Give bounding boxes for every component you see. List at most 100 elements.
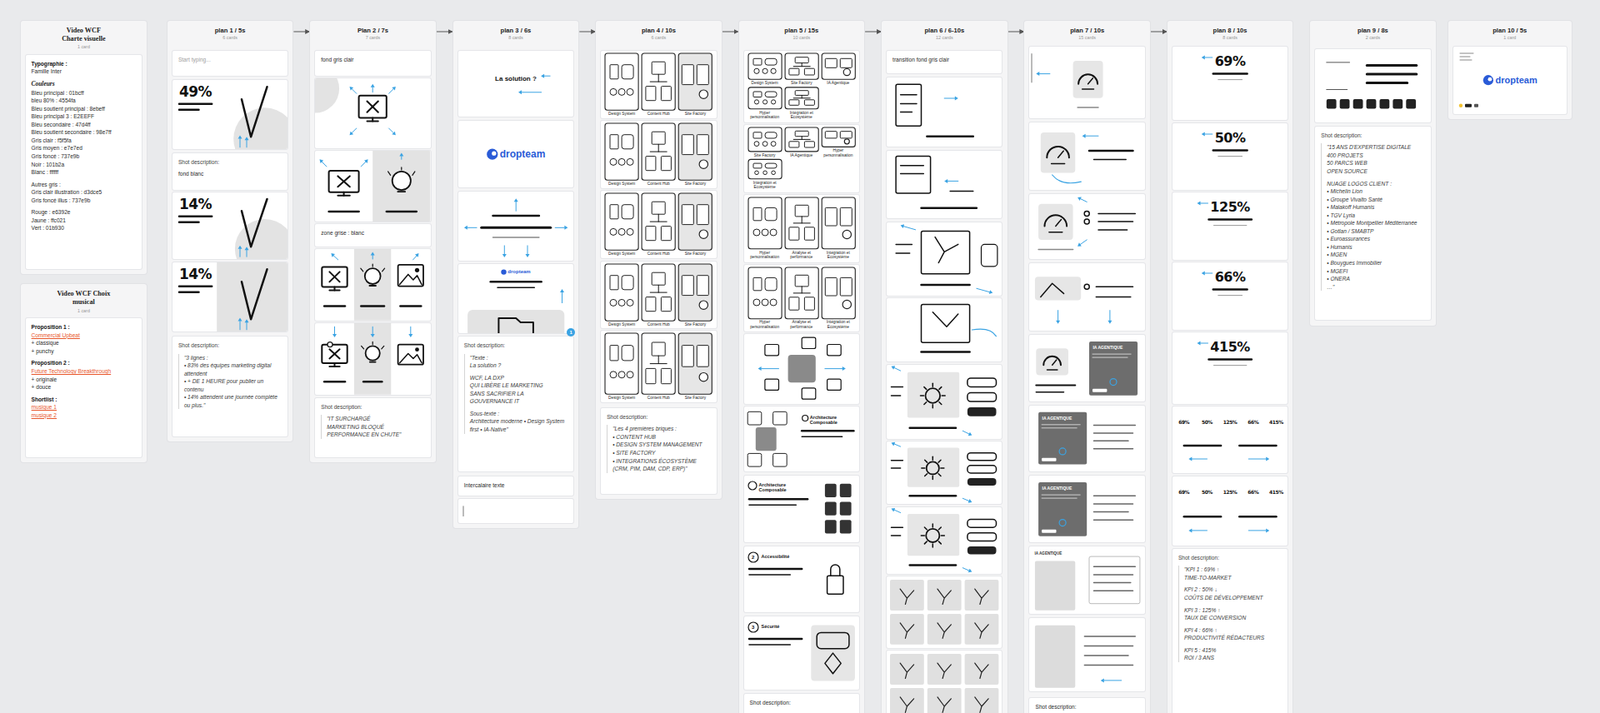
sketch-shape xyxy=(754,170,759,175)
sketch-stroke xyxy=(241,86,268,137)
sketch-card xyxy=(886,222,1002,296)
sketch-stroke xyxy=(382,268,385,272)
sketch-stroke xyxy=(1094,159,1127,161)
sketch-stroke xyxy=(1082,134,1086,139)
callout-number: 3 xyxy=(751,625,755,630)
sketch-stroke xyxy=(497,286,535,289)
sketch-stroke xyxy=(891,386,904,389)
card-text: Future Technology Breakthrough xyxy=(31,367,137,376)
sketch-stroke xyxy=(1094,510,1130,513)
card-text: Shot description: xyxy=(606,413,710,422)
sketch-shape xyxy=(967,452,997,460)
kpi-number: 415% xyxy=(1269,420,1284,426)
sketch-drawing xyxy=(1315,49,1430,123)
sketch-stroke xyxy=(1110,310,1111,320)
sketch-shape xyxy=(696,275,709,295)
panel-label: Hyper personnalisation xyxy=(746,320,784,330)
sketch-stroke xyxy=(1460,53,1474,55)
sketch-stroke xyxy=(1201,55,1205,60)
card-text: Proposition 1 : xyxy=(31,323,137,332)
sketch-drawing xyxy=(744,616,860,690)
sketch-stroke xyxy=(830,565,840,576)
sketch-shape xyxy=(1110,378,1117,385)
storyboard-column: plan 6 / 6-10s12 cardstransition fond gr… xyxy=(881,20,1008,713)
sketch-shape xyxy=(641,123,675,180)
sketch-shape xyxy=(825,131,837,139)
headline-text: La solution ? xyxy=(495,74,537,85)
sketch-shape xyxy=(681,345,694,368)
story-card: Shot description:"KPI 1 : 69% ↑TIME-TO-M… xyxy=(1172,549,1288,713)
quote-text: • MGEN xyxy=(1326,250,1425,260)
panel-label: IA Agentique xyxy=(783,153,820,159)
column-header: Video WCF Charte visuelle1 card xyxy=(20,20,148,51)
quote-text: SANS SACRIFIER LA GOUVERNANCE IT xyxy=(470,390,568,406)
sketch-stroke xyxy=(1367,81,1408,85)
sketch-stroke xyxy=(1058,150,1065,158)
sketch-stroke xyxy=(1184,515,1221,519)
sketch-stroke xyxy=(561,292,563,304)
sketch-stroke xyxy=(239,249,240,258)
card-text: Start typing... xyxy=(178,55,282,65)
sketch-stroke xyxy=(900,173,925,175)
sketch-stroke xyxy=(244,247,249,251)
sketch-stroke xyxy=(245,250,247,258)
panel-label: Content Hub xyxy=(640,111,677,117)
sketch-stroke xyxy=(658,285,660,293)
sketch-stroke xyxy=(320,159,325,164)
sketch-stroke xyxy=(1058,310,1060,320)
sketch-stroke xyxy=(350,131,355,136)
sketch-stroke xyxy=(1248,458,1266,460)
sketch-shape xyxy=(1474,104,1479,108)
story-card: Shot description:"Texte :La solution ?WC… xyxy=(458,336,574,472)
sketch-stroke xyxy=(1460,60,1472,61)
storyboard-column: plan 7 / 10s15 cardsIA AGENTIQUEIA AGENT… xyxy=(1024,20,1150,713)
panel-label: IA Agentique xyxy=(820,80,857,86)
sketch-shape xyxy=(921,305,970,344)
sketch-stroke xyxy=(1208,219,1251,222)
quote-text: KPI 5 : 415% xyxy=(1184,646,1282,655)
sketch-stroke xyxy=(1078,242,1083,246)
card-text: Shot description: xyxy=(320,403,425,412)
sketch-stroke xyxy=(1079,75,1099,85)
sketch-stroke xyxy=(900,165,925,167)
sketch-shape xyxy=(764,379,779,390)
sketch-stroke xyxy=(891,441,896,446)
sketch-card: IA AGENTIQUE xyxy=(1029,335,1145,403)
sketch-card xyxy=(886,77,1002,147)
sketch-shape xyxy=(765,207,777,220)
sketch-stroke xyxy=(793,222,810,224)
sketch-shape xyxy=(678,123,712,180)
kpi-number: 415% xyxy=(1269,490,1284,496)
sketch-stroke xyxy=(920,535,925,537)
card-text: Vert : 01b930 xyxy=(31,224,137,233)
card-count: 6 cards xyxy=(167,35,294,42)
storyboard-column: Plan 2 / 7s7 cardsfond gris clairzone gr… xyxy=(310,20,436,463)
sketch-shape xyxy=(645,86,656,101)
sketch-card xyxy=(1029,618,1145,692)
card-text: Intercalaire texte xyxy=(464,481,568,490)
sketch-drawing xyxy=(886,365,1002,439)
sketch-shape xyxy=(1060,448,1067,455)
sketch-shape xyxy=(1042,458,1057,462)
sketch-number: 14% xyxy=(179,266,212,283)
sketch-stroke xyxy=(939,541,942,545)
column-header: Plan 2 / 7s7 cards xyxy=(310,20,436,42)
sketch-card: IA AGENTIQUE xyxy=(1029,475,1145,544)
sketch-shape xyxy=(753,91,762,98)
sketch-stroke xyxy=(800,216,802,224)
sketch-drawing xyxy=(886,222,1002,296)
sketch-stroke xyxy=(749,575,790,577)
sketch-shape xyxy=(1035,276,1081,300)
sequence-arrow xyxy=(1008,31,1025,33)
quote-text: KPI 2 : 50% ↓ xyxy=(1184,585,1282,595)
sketch-stroke xyxy=(1094,566,1136,569)
sketch-shape xyxy=(765,163,777,169)
kpi-number: 50% xyxy=(1201,420,1213,426)
sketch-shape xyxy=(772,453,787,467)
sketch-stroke xyxy=(924,387,927,390)
card-count: 8 cards xyxy=(1167,35,1294,42)
sketch-stroke xyxy=(910,564,956,567)
sketch-stroke xyxy=(1205,57,1213,59)
card-text: zone grise : blanc xyxy=(320,229,425,238)
column-title: plan 3 / 6s xyxy=(453,26,580,35)
